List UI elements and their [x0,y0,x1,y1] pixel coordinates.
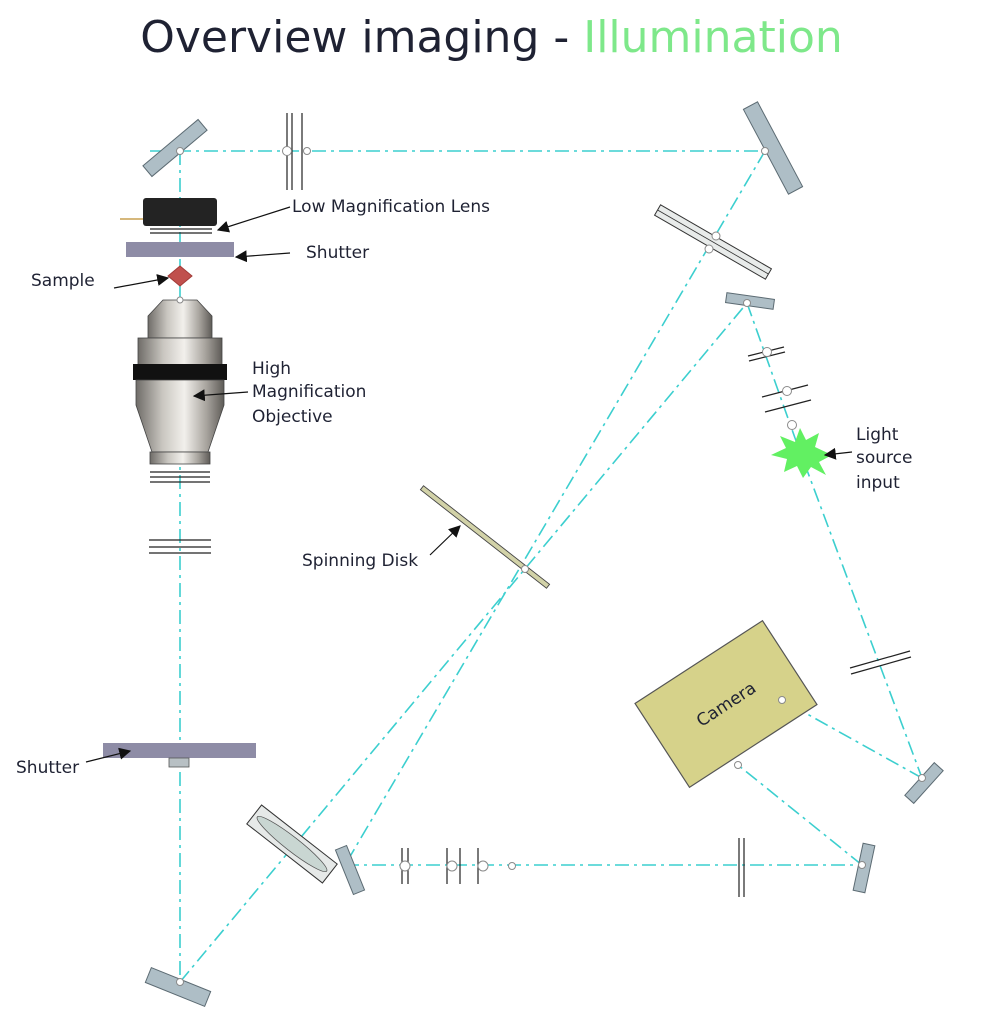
label-light-line-1: Light [856,425,899,445]
mirror-bottom-center [334,844,366,896]
label-low-magnification-lens: Low Magnification Lens [292,197,490,217]
label-shutter-top: Shutter [306,243,369,263]
page-title: Overview imaging - Illumination [0,12,983,63]
mirror-bottom-left [144,966,212,1008]
sample-icon [167,265,193,287]
spinning-disk [419,485,551,589]
shutter-bottom-tab [168,757,190,768]
label-light-line-3: input [856,473,900,493]
label-shutter-bottom: Shutter [16,758,79,778]
shutter-bottom [103,743,256,758]
camera: Camera [634,619,818,789]
beam-paths [150,150,923,983]
label-objective-line-3: Objective [252,407,333,427]
arrow-shutter-top [234,250,291,263]
arrow-sample [113,274,170,289]
mirror-top-left [142,118,208,178]
title-accent: Illumination [583,12,843,63]
mirror-bottom-right-upper [904,761,944,805]
arrow-spinning-disk [429,525,461,556]
high-magnification-objective [133,299,227,483]
lens-vertical-mid [149,539,211,554]
lens-right-diagonal [653,204,773,280]
low-magnification-lens [120,198,217,234]
label-sample: Sample [31,271,95,291]
arrow-light-source [823,447,853,460]
title-prefix: Overview imaging - [140,12,584,63]
arrow-low-magnification-lens [216,206,291,233]
label-objective-line-1: High [252,359,291,379]
lenses-light-path [747,346,812,413]
lens-right-lower [849,650,912,675]
shutter-top [126,242,234,257]
light-source-icon [771,428,832,478]
beam-nodes [176,146,926,986]
label-light-line-2: source [856,448,912,468]
arrow-shutter-bottom [85,747,132,763]
mirror-top-right [742,101,804,195]
arrow-objective [192,389,249,402]
lens-bottom-left [246,804,338,884]
label-objective-line-2: Magnification [252,382,366,402]
label-spinning-disk: Spinning Disk [302,551,418,571]
